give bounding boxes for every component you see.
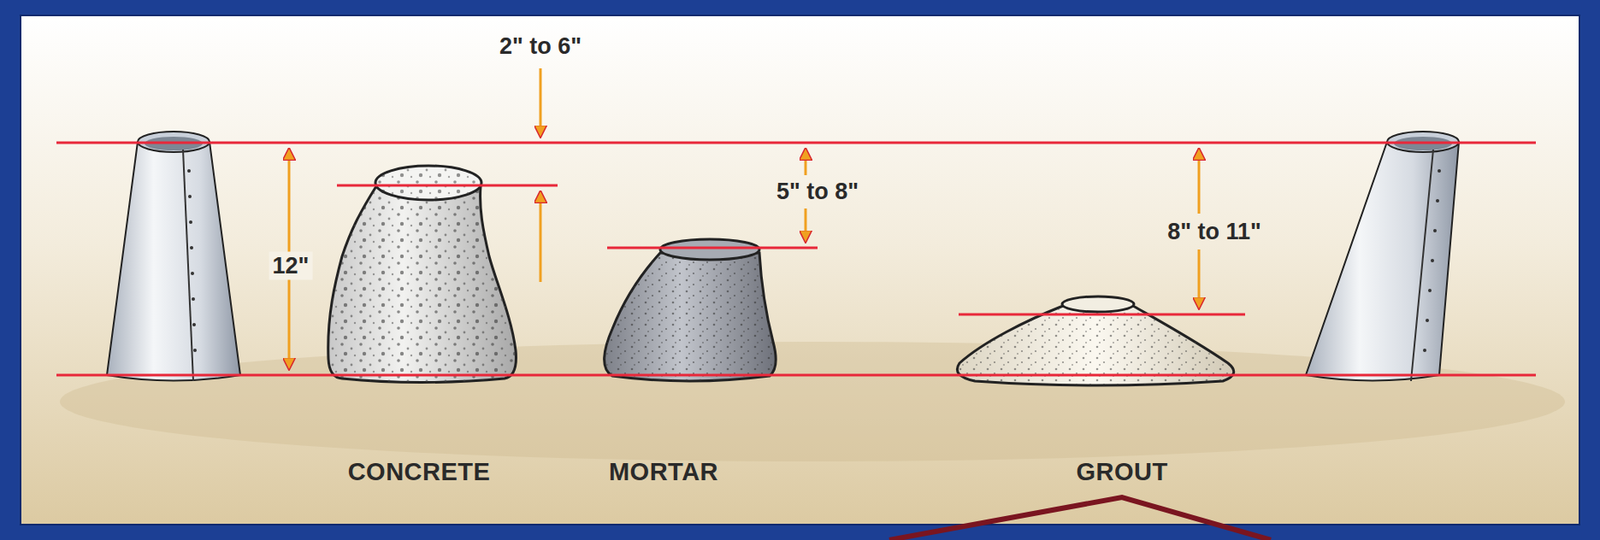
dimension-label: 8" to 11": [1163, 218, 1265, 247]
material-label: MORTAR: [608, 458, 719, 487]
dimension-label: 2" to 6": [495, 32, 585, 61]
dimension-label: 12": [269, 252, 313, 281]
material-label: GROUT: [1075, 458, 1168, 487]
dimension-label: 5" to 8": [773, 177, 862, 207]
material-label: CONCRETE: [348, 458, 491, 487]
